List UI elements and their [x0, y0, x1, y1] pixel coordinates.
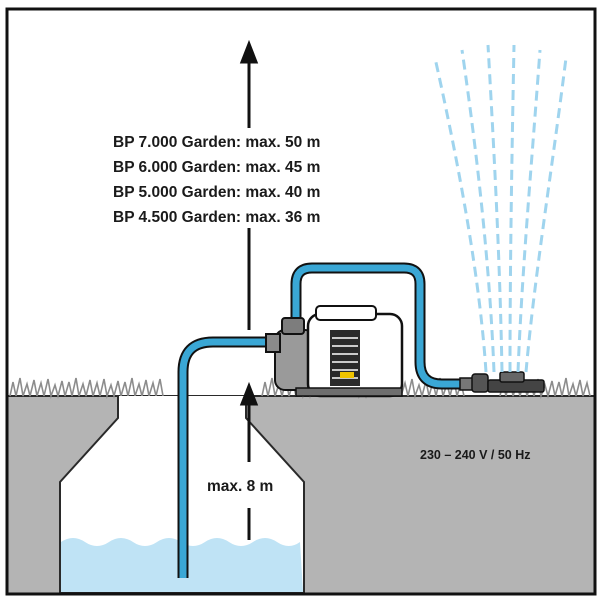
- height-label-bp4500: BP 4.500 Garden: max. 36 m: [113, 209, 320, 226]
- power-supply-label: 230 – 240 V / 50 Hz: [420, 448, 531, 462]
- height-label-bp7000: BP 7.000 Garden: max. 50 m: [113, 134, 320, 151]
- water-spray: [433, 44, 568, 373]
- garden-pump-icon: [265, 305, 404, 398]
- height-label-bp5000: BP 5.000 Garden: max. 40 m: [113, 184, 320, 201]
- sprinkler-icon: [459, 371, 545, 393]
- frame-border: [5, 7, 597, 596]
- suction-arrow: [239, 381, 259, 540]
- height-label-bp6000: BP 6.000 Garden: max. 45 m: [113, 159, 320, 176]
- suction-depth-label: max. 8 m: [207, 478, 273, 495]
- height-arrow: [239, 39, 259, 330]
